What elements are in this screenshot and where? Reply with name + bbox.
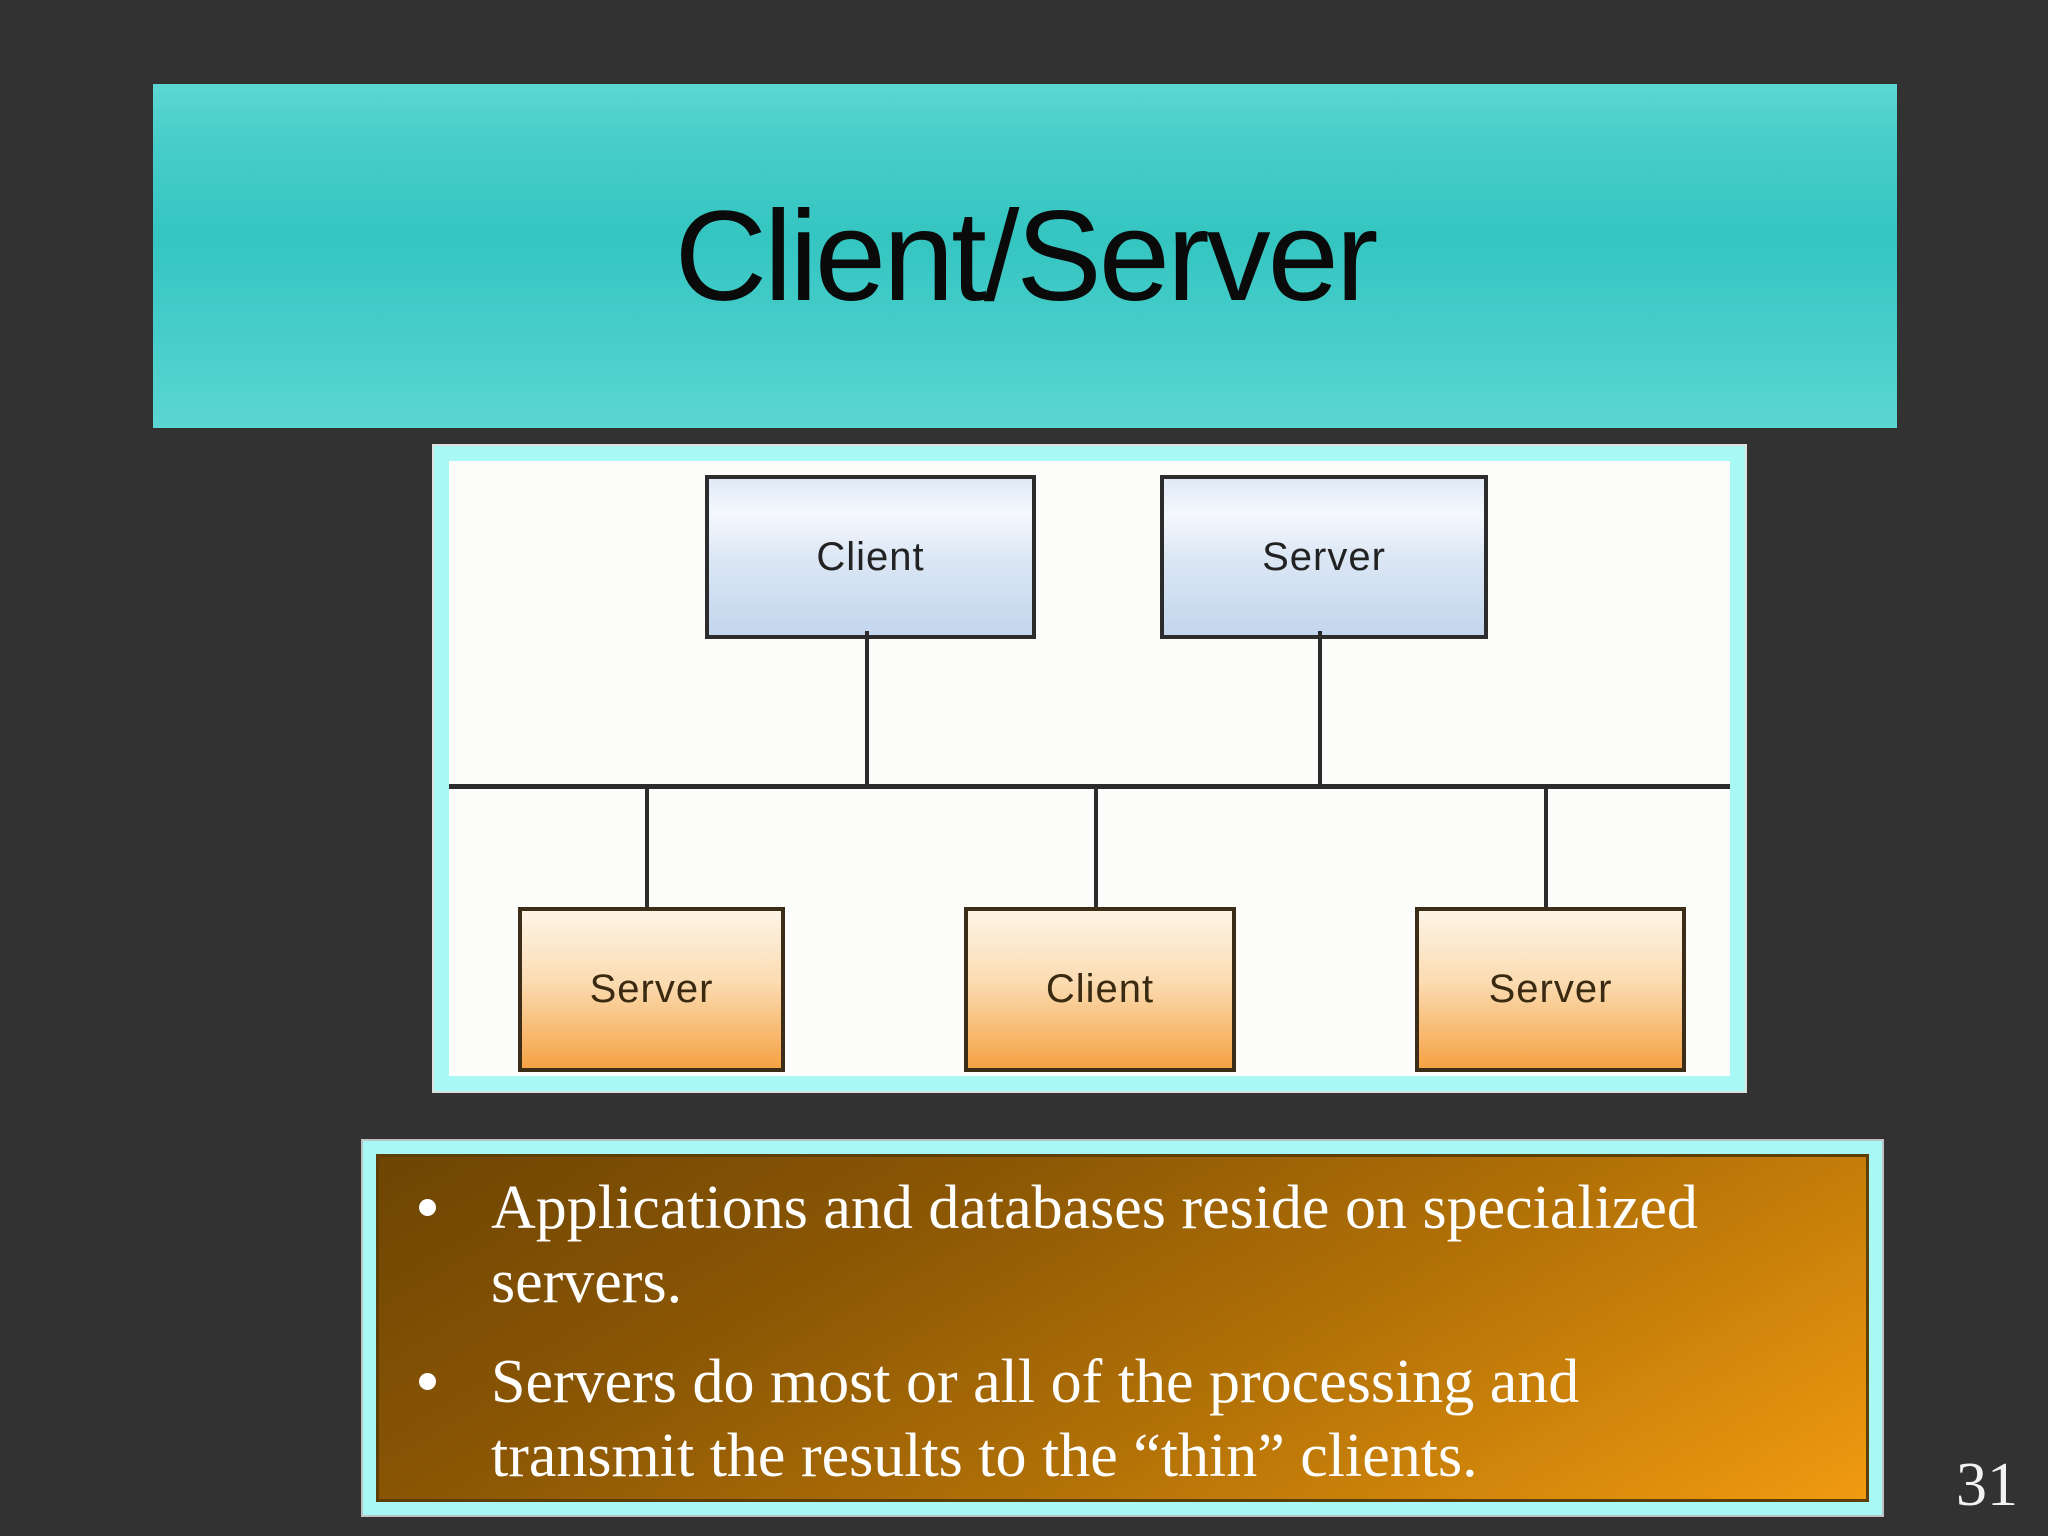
server-node-label: Server xyxy=(1488,967,1613,1011)
bullet-line: transmit the results to the “thin” clien… xyxy=(491,1422,1478,1490)
diagram-canvas: Client Server Server Client Server xyxy=(449,461,1730,1076)
client-node-label: Client xyxy=(1045,967,1155,1011)
bullet-panel-surface: Applications and databases reside on spe… xyxy=(376,1154,1869,1502)
server-node-label: Server xyxy=(1262,534,1386,579)
connector-line xyxy=(1544,789,1548,907)
bullet-line: Servers do most or all of the processing… xyxy=(491,1348,1580,1416)
bullet-dot-icon xyxy=(419,1199,436,1216)
bullet-item: Applications and databases reside on spe… xyxy=(379,1171,1866,1319)
server-node-bottom-right: Server xyxy=(1415,907,1686,1072)
bullet-panel: Applications and databases reside on spe… xyxy=(363,1141,1882,1515)
bullet-item: Servers do most or all of the processing… xyxy=(379,1345,1866,1493)
page-number: 31 xyxy=(1956,1451,2018,1519)
connector-line xyxy=(645,789,649,907)
page-title: Client/Server xyxy=(674,184,1379,328)
server-node-top: Server xyxy=(1160,475,1488,639)
network-bus-line xyxy=(449,784,1730,789)
client-node-top: Client xyxy=(705,475,1036,639)
bullet-line: servers. xyxy=(491,1248,683,1316)
connector-line xyxy=(1094,789,1098,907)
client-node-label: Client xyxy=(816,534,925,579)
title-bar: Client/Server xyxy=(153,84,1897,428)
bullet-list: Applications and databases reside on spe… xyxy=(379,1157,1866,1493)
client-node-bottom: Client xyxy=(964,907,1236,1072)
server-node-label: Server xyxy=(589,967,714,1011)
connector-line xyxy=(865,631,869,784)
client-server-diagram: Client Server Server Client Server xyxy=(434,446,1745,1091)
connector-line xyxy=(1318,631,1322,784)
bullet-dot-icon xyxy=(419,1373,436,1390)
server-node-bottom-left: Server xyxy=(518,907,785,1072)
bullet-line: Applications and databases reside on spe… xyxy=(491,1174,1698,1242)
